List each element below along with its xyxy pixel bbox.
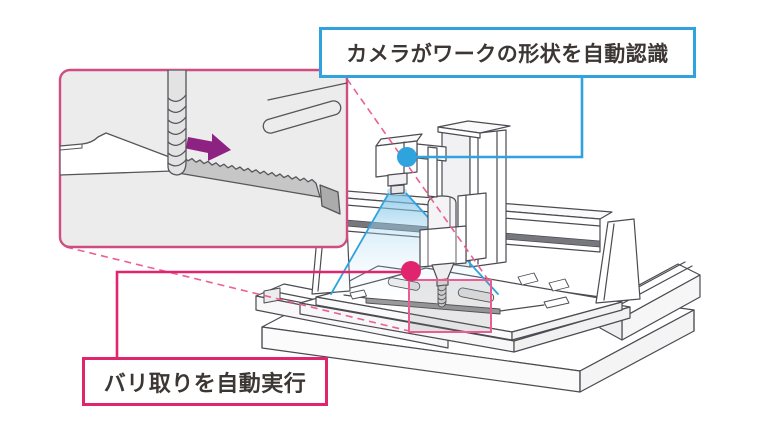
inset-deburring-bit [167, 70, 187, 176]
gantry-column-right [595, 218, 641, 304]
spindle-body [419, 225, 467, 268]
camera-callout-connector [407, 78, 584, 159]
zoom-guide-line-bottom [65, 246, 410, 332]
tool-marker-dot [401, 261, 421, 281]
zoom-guide-line-top [346, 78, 490, 282]
zoom-target-rect [408, 279, 492, 333]
deburr-callout: バリ取りを自動実行 [82, 357, 328, 406]
burr-edge [365, 297, 501, 315]
deburr-callout-text: バリ取りを自動実行 [103, 370, 307, 396]
spindle-unit [419, 192, 487, 308]
camera-callout-text: カメラがワークの形状を自動認識 [346, 42, 669, 66]
camera-unit [375, 133, 423, 195]
inset-magnifier [58, 68, 349, 249]
spindle-motor [427, 195, 457, 233]
camera-marker-dot [397, 147, 417, 167]
inset-slot [262, 82, 347, 134]
deburr-callout-connector [115, 270, 411, 357]
camera-callout: カメラがワークの形状を自動認識 [319, 27, 696, 78]
inset-burr-tail [319, 184, 341, 215]
inset-burr-edge [171, 155, 321, 198]
deburring-bit [437, 284, 447, 308]
inset-direction-arrow [186, 133, 231, 161]
zoom-guide-lines [65, 78, 490, 332]
camera-lens [387, 172, 408, 187]
machine [255, 120, 701, 393]
